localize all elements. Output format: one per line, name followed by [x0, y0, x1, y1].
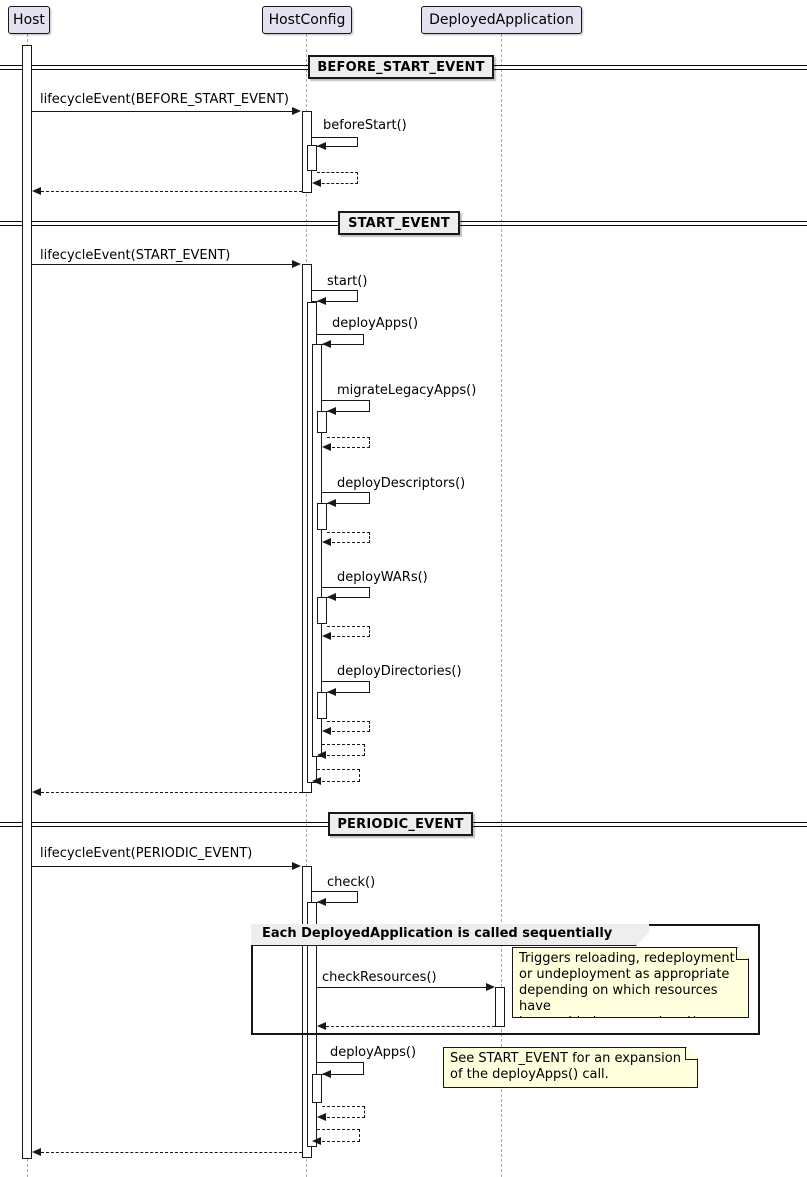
divider-start: START_EVENT	[338, 211, 460, 235]
message-label-lifecycle-start: lifecycleEvent(START_EVENT)	[40, 248, 231, 263]
activation-nested	[317, 503, 327, 530]
message-label-start: start()	[327, 274, 368, 289]
self-return-bracket	[327, 437, 370, 448]
self-return-bracket	[317, 1129, 360, 1142]
message-label-deploy-descriptors: deployDescriptors()	[337, 476, 466, 491]
arrowhead-left	[327, 499, 336, 507]
self-call-bracket	[322, 400, 370, 412]
group-box-sequential: Each DeployedApplication is called seque…	[251, 924, 760, 1035]
arrowhead-left	[317, 1022, 326, 1030]
activation-nested	[317, 411, 327, 433]
activation-nested	[307, 145, 317, 171]
arrowhead-left	[317, 297, 326, 305]
message-label-lifecycle-periodic: lifecycleEvent(PERIODIC_EVENT)	[40, 846, 253, 861]
return-line	[41, 191, 302, 192]
divider-periodic-label: PERIODIC_EVENT	[337, 816, 464, 832]
message-label-before-start: beforeStart()	[323, 118, 407, 133]
message-line	[32, 111, 292, 112]
self-call-bracket	[317, 1062, 364, 1075]
message-label-migrate-legacy-apps: migrateLegacyApps()	[337, 383, 477, 398]
arrowhead-left	[327, 407, 336, 415]
divider-start-label: START_EVENT	[348, 215, 450, 231]
self-call-bracket	[322, 681, 370, 693]
participant-hostconfig-label: HostConfig	[268, 12, 346, 28]
activation-nested	[307, 902, 317, 1147]
self-return-bracket	[317, 172, 358, 184]
arrowhead-left	[317, 898, 326, 906]
group-label: Each DeployedApplication is called seque…	[251, 924, 649, 946]
arrowhead-left	[327, 593, 336, 601]
message-label-check-resources: checkResources()	[322, 970, 437, 985]
return-line	[326, 1026, 495, 1027]
message-line	[317, 987, 486, 988]
arrowhead-left	[32, 187, 41, 195]
arrowhead-left	[322, 1070, 331, 1078]
arrowhead-right	[292, 862, 301, 870]
return-line	[41, 792, 302, 793]
self-call-bracket	[312, 290, 358, 302]
self-return-bracket	[322, 1106, 365, 1118]
arrowhead-left	[322, 538, 331, 546]
arrowhead-left	[322, 632, 331, 640]
self-return-bracket	[327, 626, 370, 637]
self-call-bracket	[322, 492, 370, 504]
arrowhead-left	[32, 788, 41, 796]
lifeline-deployedapplication	[501, 34, 502, 1177]
participant-deployedapplication: DeployedApplication	[421, 6, 582, 34]
activation-nested	[317, 597, 327, 624]
message-line	[32, 264, 292, 265]
arrowhead-left	[317, 1113, 326, 1121]
arrowhead-left	[322, 727, 331, 735]
arrowhead-left	[32, 1148, 41, 1156]
participant-host-label: Host	[13, 12, 45, 28]
message-label-deploy-apps-periodic: deployApps()	[330, 1045, 417, 1060]
arrowhead-left	[312, 179, 321, 187]
participant-deployedapplication-label: DeployedApplication	[429, 12, 574, 28]
self-call-bracket	[322, 587, 370, 598]
self-call-bracket	[317, 334, 364, 345]
return-line	[41, 1152, 302, 1153]
divider-before-start: BEFORE_START_EVENT	[308, 55, 494, 79]
message-label-deploy-apps: deployApps()	[332, 316, 419, 331]
self-return-bracket	[317, 769, 360, 782]
arrowhead-left	[322, 340, 331, 348]
activation-nested	[312, 1074, 322, 1103]
note-deploy-apps: See START_EVENT for an expansion of the …	[443, 1047, 698, 1088]
activation-deployedapplication	[495, 987, 505, 1027]
participant-host: Host	[8, 6, 50, 34]
participant-hostconfig: HostConfig	[262, 6, 352, 34]
arrowhead-right	[292, 260, 301, 268]
arrowhead-left	[312, 1137, 321, 1145]
self-call-bracket	[312, 891, 358, 903]
divider-before-start-label: BEFORE_START_EVENT	[317, 59, 485, 75]
message-label-check: check()	[327, 875, 376, 890]
arrowhead-right	[486, 983, 495, 991]
activation-nested	[317, 692, 327, 719]
arrowhead-left	[327, 688, 336, 696]
arrowhead-left	[322, 443, 331, 451]
arrowhead-left	[317, 142, 326, 150]
note-check-resources: Triggers reloading, redeployment or unde…	[512, 947, 749, 1018]
self-return-bracket	[327, 532, 370, 543]
arrowhead-right	[292, 107, 301, 115]
self-return-bracket	[327, 721, 370, 732]
arrowhead-left	[317, 751, 326, 759]
activation-host	[22, 45, 32, 1159]
divider-periodic: PERIODIC_EVENT	[328, 812, 473, 836]
message-label-deploy-wars: deployWARs()	[337, 570, 428, 585]
self-return-bracket	[322, 744, 365, 756]
message-line	[32, 866, 292, 867]
message-label-lifecycle-before-start: lifecycleEvent(BEFORE_START_EVENT)	[40, 92, 289, 107]
self-call-bracket	[312, 137, 358, 147]
arrowhead-left	[312, 777, 321, 785]
message-label-deploy-directories: deployDirectories()	[337, 664, 462, 679]
